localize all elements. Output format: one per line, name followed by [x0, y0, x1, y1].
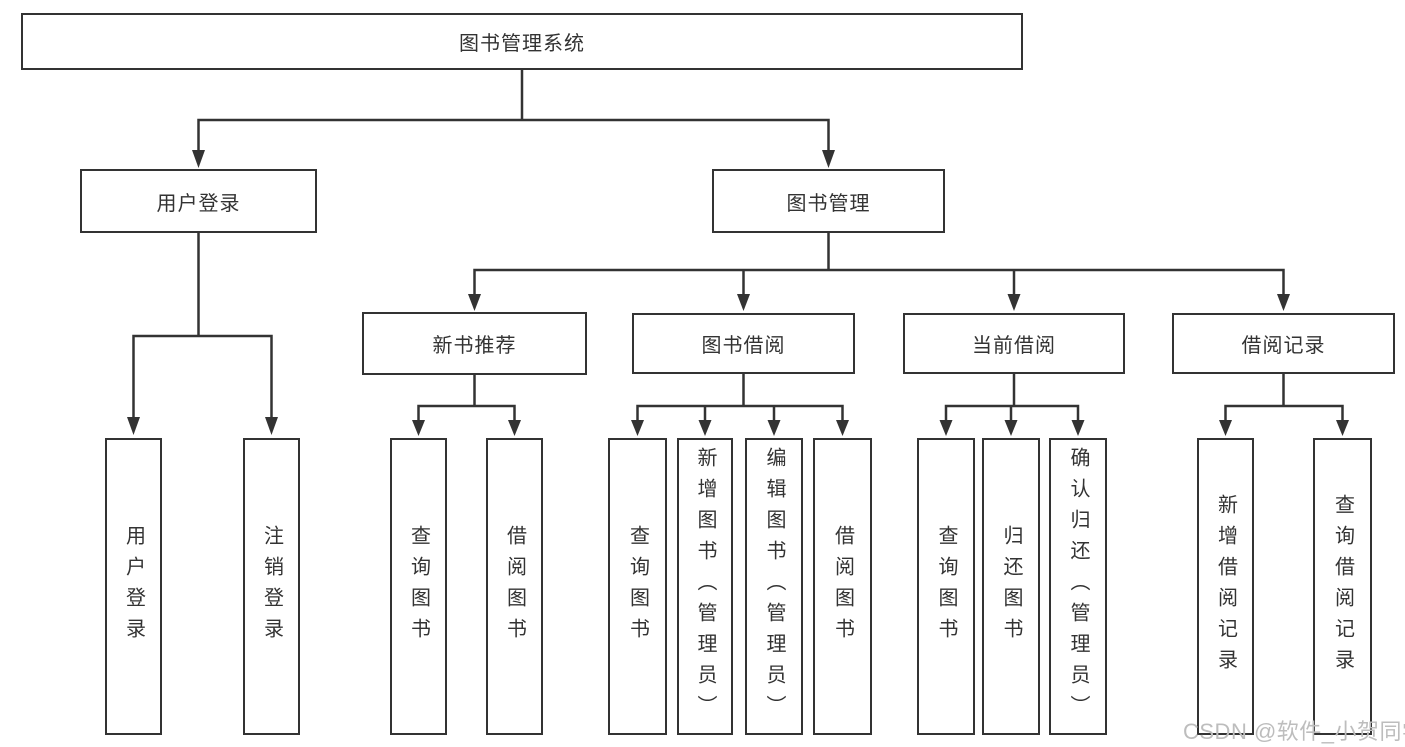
connector-root-to-level2 [192, 70, 835, 168]
arrowhead [1007, 294, 1021, 311]
leaf-borrow-books-recommend: 借阅图书 [486, 438, 543, 735]
connector-current-borrowing-children [939, 374, 1085, 436]
leaf-borrow-books-borrowing: 借阅图书 [813, 438, 872, 735]
leaf-borrow-books-recommend-label: 借阅图书 [503, 524, 526, 649]
watermark: CSDN @软件_小贺同学 [1183, 719, 1405, 744]
node-current-borrowing: 当前借阅 [903, 313, 1125, 374]
leaf-confirm-return-admin-label: 确认归还（管理员） [1067, 447, 1089, 726]
leaf-query-books-recommend: 查询图书 [390, 438, 447, 735]
arrowhead [1071, 420, 1085, 436]
node-borrowing-records: 借阅记录 [1172, 313, 1395, 374]
leaf-edit-books-admin-label: 编辑图书（管理员） [763, 447, 785, 726]
arrowhead [737, 294, 750, 311]
node-new-book-recommend: 新书推荐 [362, 312, 587, 375]
connector-new-book-children [412, 375, 521, 436]
node-root: 图书管理系统 [21, 13, 1023, 70]
leaf-logout-login-label: 注销登录 [260, 524, 283, 649]
arrowhead [631, 420, 644, 436]
leaf-user-login-label: 用户登录 [122, 524, 145, 649]
arrowhead [698, 420, 712, 436]
connector-book-management-children [468, 233, 1290, 311]
leaf-add-borrow-record-label: 新增借阅记录 [1214, 493, 1237, 680]
leaf-query-books-recommend-label: 查询图书 [407, 524, 430, 649]
arrowhead [767, 420, 781, 436]
leaf-logout-login: 注销登录 [243, 438, 300, 735]
leaf-return-books: 归还图书 [982, 438, 1040, 735]
arrowhead [412, 420, 425, 436]
leaf-add-borrow-record: 新增借阅记录 [1197, 438, 1254, 735]
leaf-query-books-current-label: 查询图书 [935, 524, 957, 649]
arrowhead [822, 150, 835, 168]
arrowhead [1336, 420, 1349, 436]
connector-borrowing-records-children [1219, 374, 1349, 436]
arrowhead [468, 294, 481, 311]
arrowhead [836, 420, 849, 436]
leaf-borrow-books-borrowing-label: 借阅图书 [831, 524, 854, 649]
arrowhead [1004, 420, 1018, 436]
arrowhead [939, 420, 953, 436]
leaf-query-borrow-record-label: 查询借阅记录 [1331, 493, 1354, 680]
arrowhead [1277, 294, 1290, 311]
leaf-return-books-label: 归还图书 [1000, 524, 1022, 649]
connector-user-login-children [127, 233, 278, 435]
node-book-management: 图书管理 [712, 169, 945, 233]
leaf-confirm-return-admin: 确认归还（管理员） [1049, 438, 1107, 735]
leaf-query-books-current: 查询图书 [917, 438, 975, 735]
leaf-edit-books-admin: 编辑图书（管理员） [745, 438, 803, 735]
arrowhead [192, 150, 205, 168]
leaf-query-borrow-record: 查询借阅记录 [1313, 438, 1372, 735]
leaf-user-login: 用户登录 [105, 438, 162, 735]
leaf-query-books-borrowing-label: 查询图书 [626, 524, 649, 649]
arrowhead [127, 417, 140, 435]
leaf-add-books-admin-label: 新增图书（管理员） [694, 447, 716, 726]
connector-book-borrowing-children [631, 374, 849, 436]
node-book-borrowing: 图书借阅 [632, 313, 855, 374]
leaf-query-books-borrowing: 查询图书 [608, 438, 667, 735]
arrowhead [508, 420, 521, 436]
node-user-login: 用户登录 [80, 169, 317, 233]
arrowhead [265, 417, 278, 435]
arrowhead [1219, 420, 1232, 436]
leaf-add-books-admin: 新增图书（管理员） [677, 438, 733, 735]
